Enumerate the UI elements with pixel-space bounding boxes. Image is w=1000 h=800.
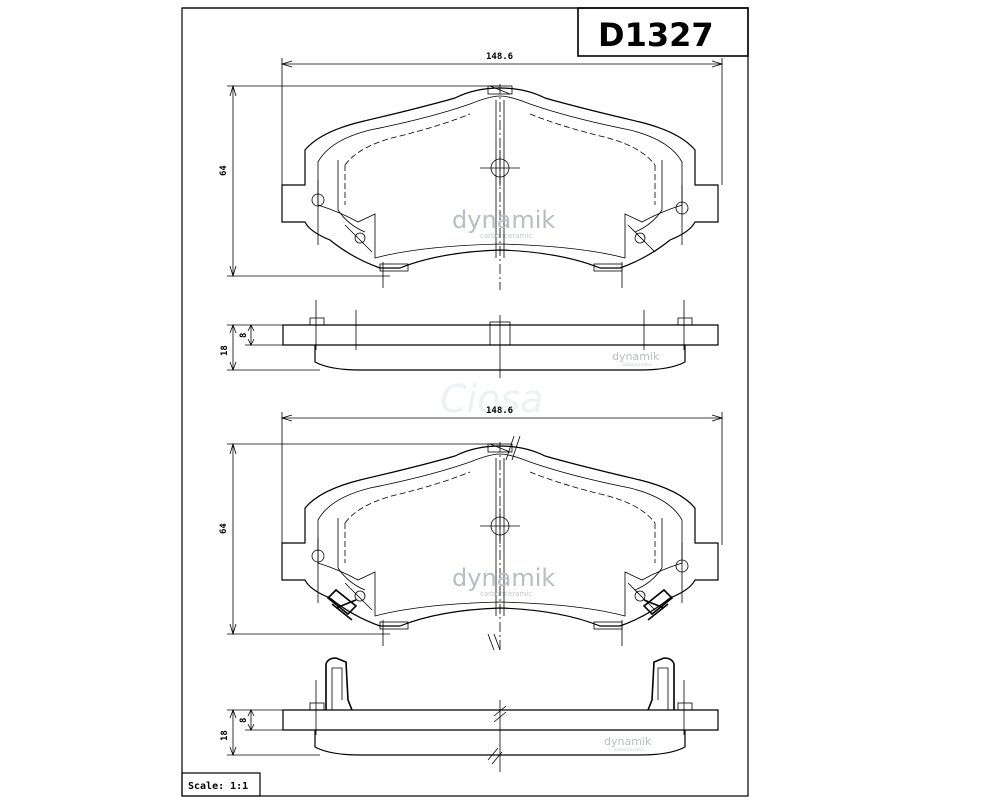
- side-stud-right-1: [677, 317, 693, 326]
- break-mark-b-2: [511, 435, 521, 461]
- side-break-a-2: [493, 705, 507, 717]
- brand-sub-watermark-side-2: carbonceramic: [614, 747, 644, 752]
- ghost-watermark: Ciosa: [440, 377, 543, 421]
- thickness-pad-value-2: 8: [239, 718, 249, 723]
- left-pin-hole-2: [354, 590, 366, 602]
- inner-pad-line-2: [337, 518, 663, 591]
- top-clip-hatch-1: [489, 85, 511, 95]
- left-pin-cross-2: [344, 582, 373, 611]
- pad-face-view-2: 148.6 64: [219, 406, 724, 651]
- spring-clip-profile-right-2: [647, 657, 675, 711]
- spring-clip-inner-left-2: [331, 667, 343, 710]
- right-pin-hole-2: [634, 590, 646, 602]
- top-clip-1: [487, 85, 513, 95]
- spring-clip-inner-right-2: [657, 667, 669, 710]
- scale-box: [181, 772, 261, 797]
- friction-dashed-2: [344, 471, 656, 563]
- thickness-total-value-1: 18: [220, 345, 230, 356]
- backing-plate-outline-2: [281, 445, 719, 627]
- right-pin-cross-2: [627, 582, 656, 611]
- right-pin-cross-1: [627, 224, 656, 253]
- title-block: [577, 7, 749, 57]
- pad-side-view-1: 18 8 dynamik carbonceramic: [220, 300, 719, 378]
- backing-plate-outline-1: [281, 87, 719, 269]
- bottom-clip-left-1: [379, 263, 409, 272]
- top-clip-2: [487, 443, 513, 453]
- right-pin-hole-1: [634, 232, 646, 244]
- side-break-d-2: [491, 751, 503, 765]
- pad-side-view-2: 18 8 dynamik carbonceramic: [220, 657, 719, 772]
- width-value-1: 148.6: [486, 52, 513, 62]
- thickness-total-value-2: 18: [220, 730, 230, 741]
- bottom-clip-left-2: [379, 621, 409, 630]
- brand-sub-watermark-side-1: carbonceramic: [622, 362, 652, 367]
- backing-plate-profile-1: [282, 324, 719, 346]
- top-clip-hatch-2: [489, 443, 511, 453]
- side-break-b-2: [493, 711, 507, 723]
- height-value-1: 64: [219, 165, 229, 176]
- brand-sub-watermark-2: carbonceramic: [480, 590, 532, 598]
- side-break-c-2: [487, 747, 499, 761]
- friction-outline-2: [317, 453, 683, 617]
- break-mark-a-2: [505, 435, 515, 461]
- spring-clip-left-2: [326, 588, 358, 621]
- spring-clip-profile-left-2: [325, 657, 353, 711]
- break-mark-d-2: [493, 633, 501, 651]
- brand-watermark-1: dynamik: [452, 206, 555, 234]
- scale-label: Scale: 1:1: [188, 781, 248, 792]
- side-stud-left-1: [309, 317, 325, 326]
- brand-watermark-2: dynamik: [452, 564, 555, 592]
- pad-face-view-1: 148.6 64: [219, 52, 724, 290]
- left-pin-hole-1: [354, 232, 366, 244]
- left-pin-cross-1: [344, 224, 373, 253]
- backing-plate-profile-2: [282, 709, 719, 731]
- side-stud-left-2: [309, 702, 325, 711]
- friction-outline-1: [317, 95, 683, 259]
- spring-clip-right-2: [642, 588, 674, 621]
- width-value-2: 148.6: [486, 406, 513, 416]
- friction-dashed-1: [344, 113, 656, 205]
- brand-watermark-side-2: dynamik: [604, 735, 652, 748]
- brand-watermark-side-1: dynamik: [612, 350, 660, 363]
- break-mark-c-2: [487, 633, 495, 651]
- height-value-2: 64: [219, 523, 229, 534]
- thickness-pad-value-1: 8: [239, 333, 249, 338]
- inner-pad-line-1: [337, 160, 663, 233]
- side-stud-right-2: [677, 702, 693, 711]
- part-number: D1327: [598, 16, 714, 54]
- brand-sub-watermark-1: carbonceramic: [480, 232, 532, 240]
